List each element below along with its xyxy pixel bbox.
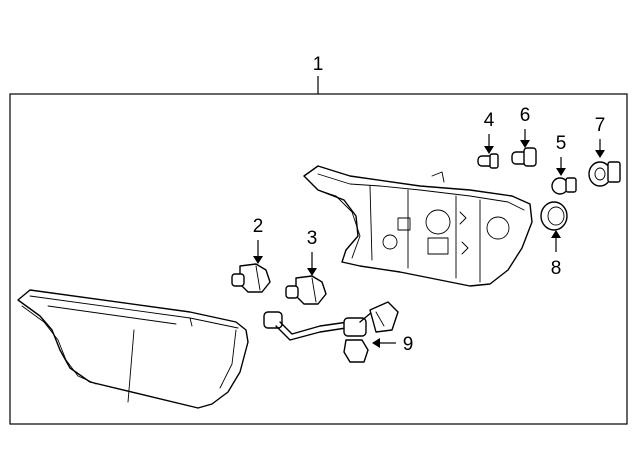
- callout-7-arrowhead: [595, 150, 605, 158]
- callout-1: 1: [313, 54, 324, 94]
- bulb-cap-8: [540, 201, 568, 231]
- callout-1-label: 1: [313, 54, 324, 75]
- callout-7: 7: [595, 115, 606, 158]
- socket-7: [588, 161, 621, 187]
- bulb-5: [551, 177, 577, 195]
- callout-5-arrowhead: [556, 168, 566, 176]
- callout-6-label: 6: [520, 105, 531, 126]
- callout-9-arrowhead: [372, 338, 380, 348]
- diagram-frame: [9, 93, 628, 425]
- callout-6: 6: [520, 105, 531, 148]
- callout-5-label: 5: [556, 133, 567, 154]
- callout-8-arrowhead: [551, 230, 561, 238]
- callout-3: 3: [307, 228, 318, 276]
- callout-6-arrowhead: [520, 140, 530, 148]
- bulb-6: [511, 147, 537, 167]
- bulb-socket-2: [231, 263, 271, 293]
- bulb-4: [477, 153, 499, 169]
- callout-4-label: 4: [484, 110, 495, 131]
- callout-9-label: 9: [403, 334, 414, 355]
- headlamp-lens: [17, 289, 249, 409]
- callout-5: 5: [556, 133, 567, 176]
- headlamp-housing: [303, 165, 533, 287]
- callout-4-arrowhead: [484, 146, 494, 154]
- bulb-socket-3: [285, 275, 327, 305]
- callout-3-label: 3: [307, 228, 318, 249]
- callout-4: 4: [484, 110, 495, 154]
- callout-9: 9: [372, 334, 413, 355]
- callout-3-arrowhead: [307, 268, 317, 276]
- wiring-harness-9: [263, 301, 399, 363]
- callout-2-arrowhead: [253, 256, 263, 264]
- callout-2-label: 2: [253, 216, 264, 237]
- callout-8: 8: [551, 230, 562, 279]
- callout-7-label: 7: [595, 115, 606, 136]
- callout-8-label: 8: [551, 258, 562, 279]
- callout-2: 2: [253, 216, 264, 264]
